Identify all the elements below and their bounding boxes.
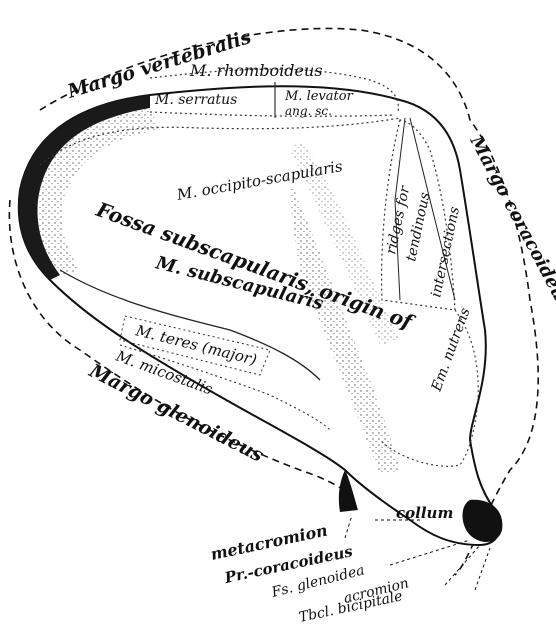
label-m-serratus: M. serratus bbox=[154, 92, 237, 108]
label-m-levator: M. levator bbox=[284, 89, 354, 104]
leader-tbcl bbox=[475, 548, 490, 590]
leader-acromion bbox=[445, 545, 480, 585]
label-m-rhomboideus: M. rhomboideus bbox=[189, 61, 323, 80]
label-collum: collum bbox=[396, 504, 453, 522]
label-ang-sc: ang. sc. bbox=[285, 104, 332, 118]
leader-metacromion bbox=[345, 515, 352, 538]
